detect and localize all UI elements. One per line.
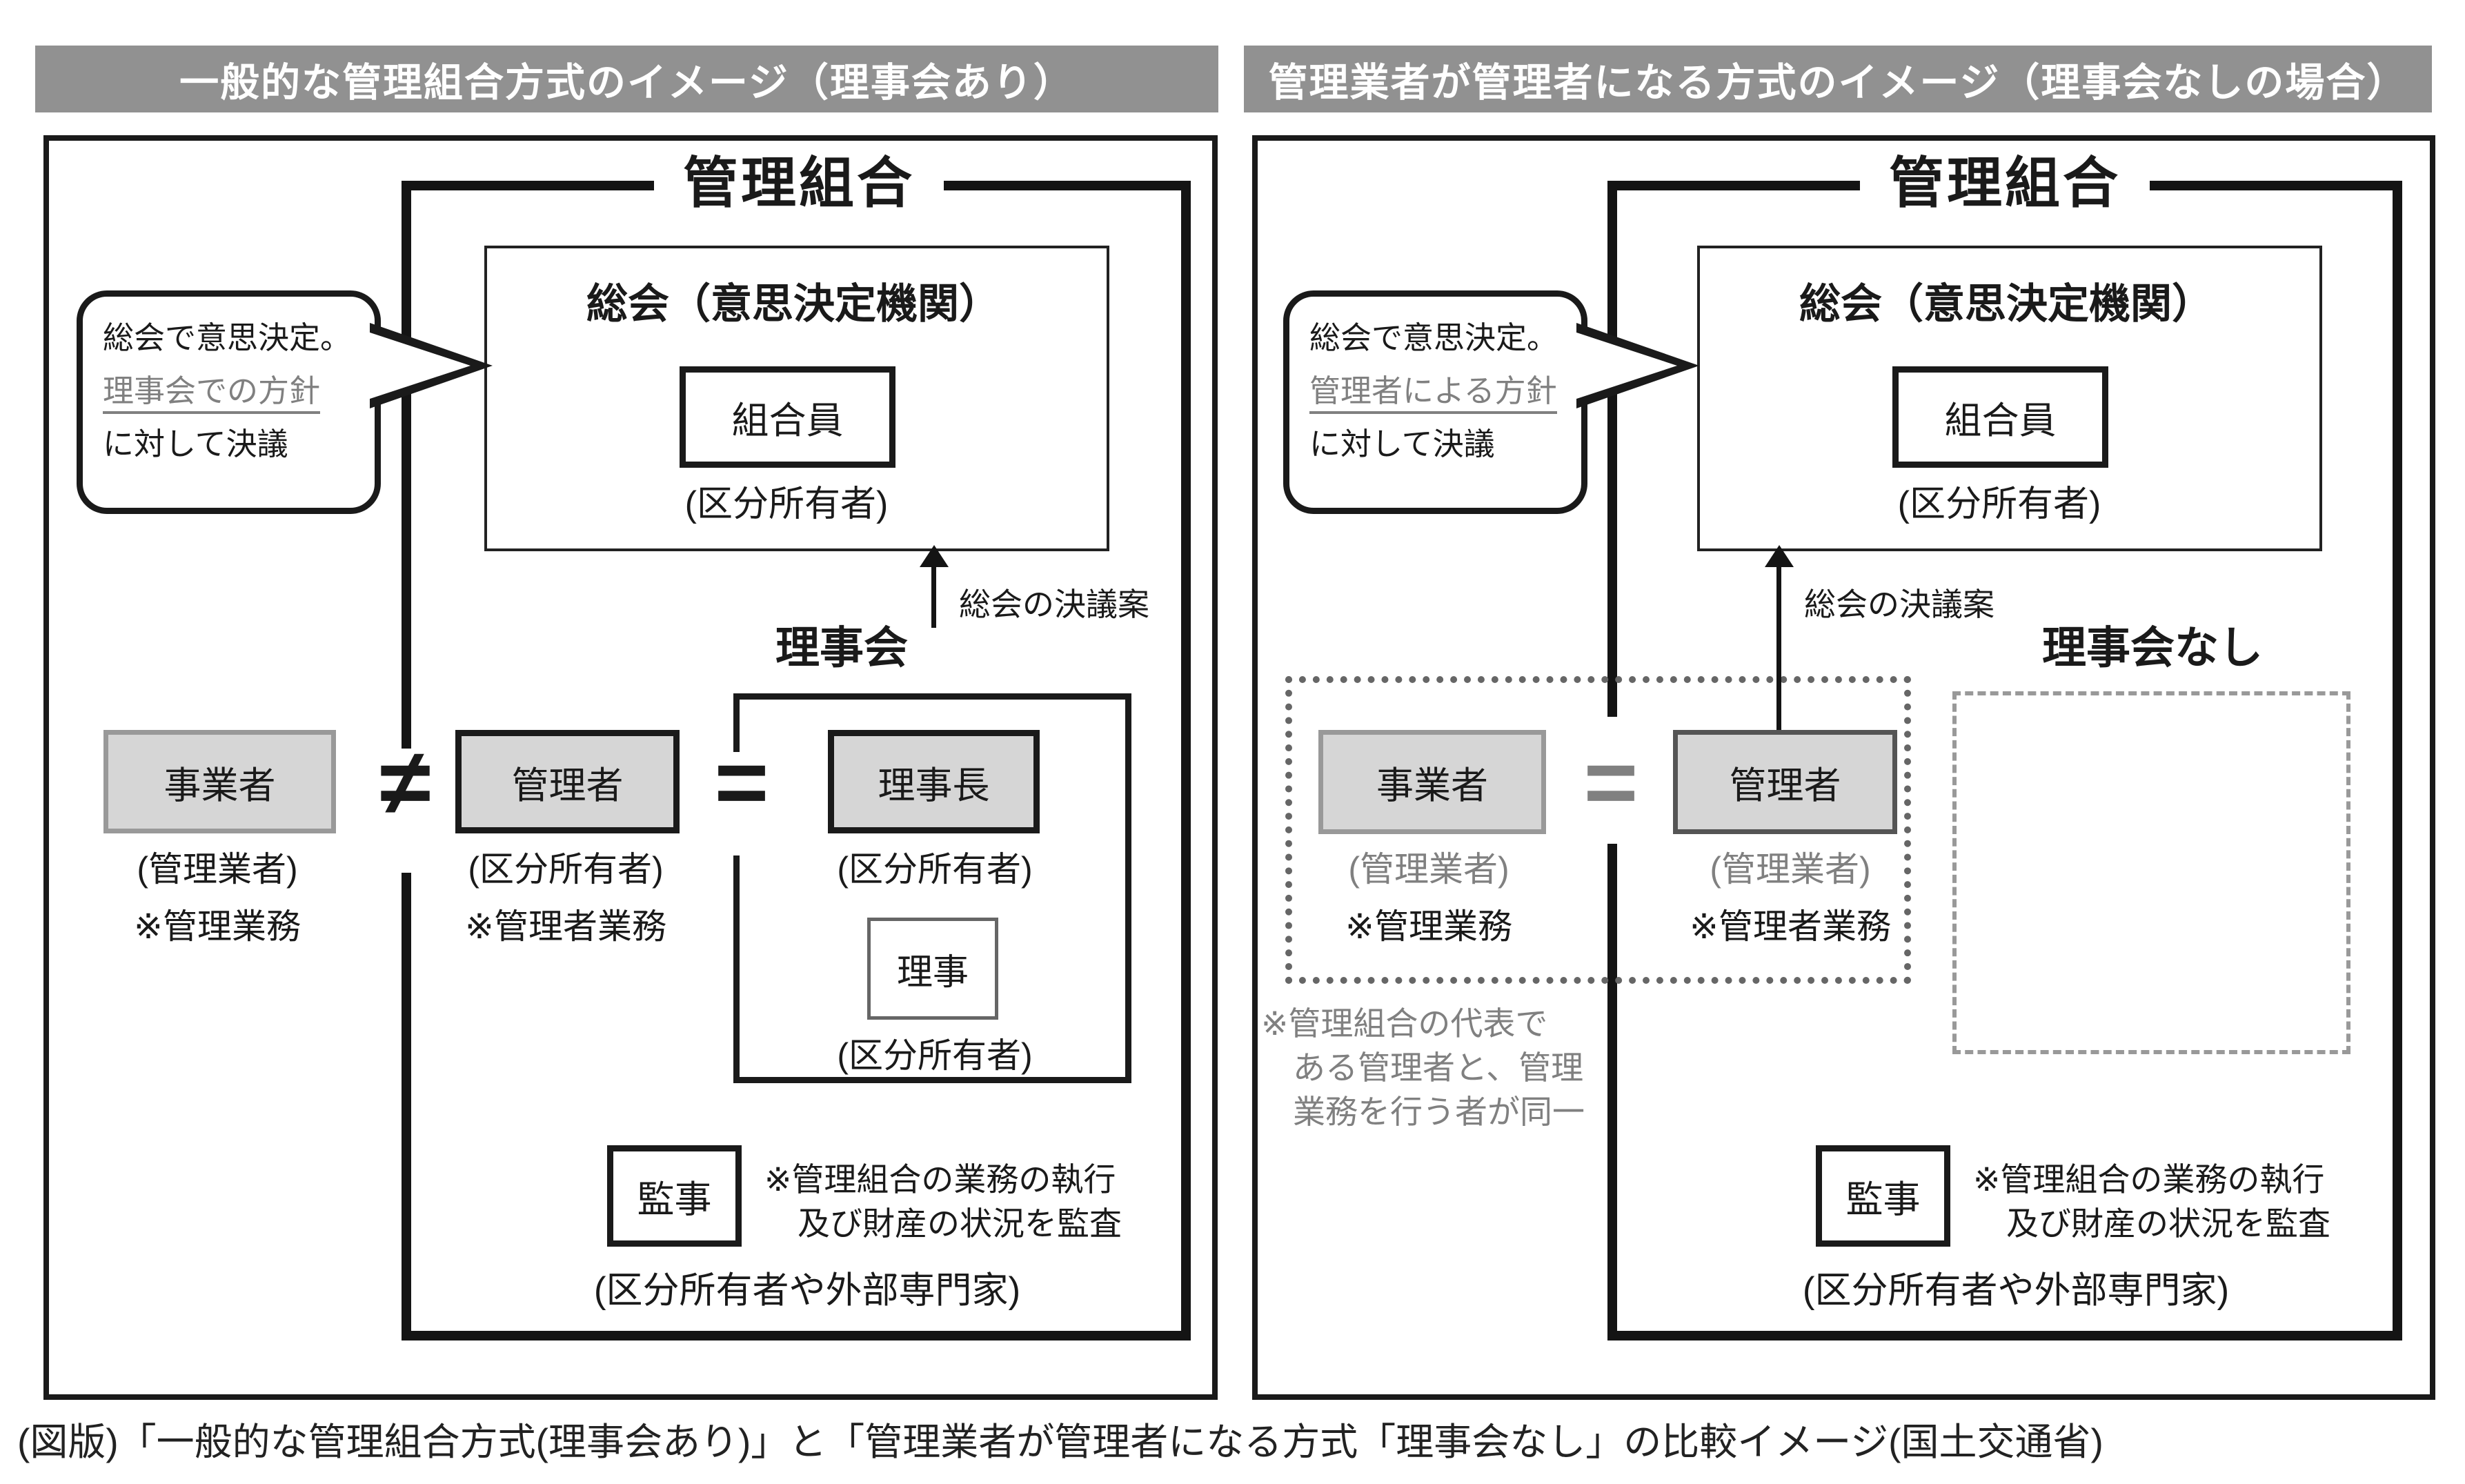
figure-caption: (図版)「一般的な管理組合方式(理事会あり)」と「管理業者が管理者になる方式「理… [17,1421,2103,1463]
left-auditor-note-line1: ※管理組合の業務の執行 [764,1161,1116,1198]
right-auditor-sub: (区分所有者や外部専門家) [1802,1270,2230,1311]
right-bubble-line3: に対して決議 [1309,426,1495,462]
left-operator-sub: (管理業者) [137,850,298,889]
left-board-title: 理事会 [775,623,908,673]
right-auditor-box: 監事 [1816,1145,1950,1247]
left-director-box: 理事 [867,918,998,1020]
right-same-entity-note-line3: 業務を行う者が同一 [1293,1094,1585,1130]
left-proposal-arrow-line [931,564,936,628]
right-proposal-arrow-head [1765,545,1794,567]
left-manager-note: ※管理者業務 [465,907,666,946]
right-manager-note: ※管理者業務 [1690,907,1891,946]
left-chair-sub: (区分所有者) [837,850,1033,889]
left-manager-sub: (区分所有者) [468,850,664,889]
right-manager-box: 管理者 [1673,730,1897,834]
right-same-entity-note: ※管理組合の代表で ある管理者と、管理 業務を行う者が同一 [1261,1002,1620,1134]
left-bubble-line2: 理事会での方針 [103,364,395,417]
left-equal-sign: = [714,729,769,834]
right-bubble-text: 総会で意思決定。 管理者による方針 に対して決議 [1283,290,1601,471]
left-auditor-note: ※管理組合の業務の執行 及び財産の状況を監査 [764,1158,1192,1246]
right-same-entity-dotted-box [1285,676,1911,984]
right-same-entity-note-line1: ※管理組合の代表で [1261,1005,1548,1042]
right-general-meeting-title: 総会（意思決定機関） [1799,281,2213,327]
right-auditor-note-line2: 及び財産の状況を監査 [2006,1205,2330,1242]
right-border-gap [1602,717,1625,844]
left-border-gap [396,749,419,873]
left-manager-box: 管理者 [455,730,680,833]
right-proposal-arrow-label: 総会の決議案 [1804,586,1994,622]
left-bubble-line3: に対して決議 [103,426,288,462]
left-panel-header: 一般的な管理組合方式のイメージ（理事会あり） [35,46,1218,112]
right-member-sub: (区分所有者) [1897,484,2101,524]
right-auditor-note-line1: ※管理組合の業務の執行 [1973,1161,2325,1198]
left-board-border-gap [728,752,746,855]
left-member-sub: (区分所有者) [684,484,889,524]
left-operator-box: 事業者 [103,730,336,833]
left-auditor-sub: (区分所有者や外部専門家) [593,1270,1021,1311]
left-general-meeting-title: 総会（意思決定機関） [586,281,1000,327]
right-bubble-pointer-fill [1568,330,1677,402]
right-operator-box: 事業者 [1318,730,1546,834]
right-equal-sign: = [1583,729,1639,834]
right-auditor-note: ※管理組合の業務の執行 及び財産の状況を監査 [1973,1158,2401,1246]
left-auditor-box: 監事 [607,1145,742,1247]
right-operator-note: ※管理業務 [1345,907,1512,946]
right-member-box: 組合員 [1892,366,2108,468]
right-panel-header: 管理業者が管理者になる方式のイメージ（理事会なしの場合） [1244,46,2432,112]
right-empty-board-dashed-box [1952,691,2350,1054]
right-bubble-line1: 総会で意思決定。 [1309,320,1558,355]
right-same-entity-note-line2: ある管理者と、管理 [1293,1049,1584,1086]
left-member-box: 組合員 [680,366,895,468]
right-bubble-line2: 管理者による方針 [1309,364,1601,417]
left-bubble-line1: 総会で意思決定。 [103,320,352,355]
left-auditor-note-line2: 及び財産の状況を監査 [798,1205,1122,1242]
left-operator-note: ※管理業務 [134,907,301,946]
right-operator-sub: (管理業者) [1348,850,1509,889]
left-bubble-pointer-fill [362,330,471,402]
left-director-sub: (区分所有者) [837,1036,1033,1075]
right-no-board-title: 理事会なし [2042,623,2263,673]
left-proposal-arrow-label: 総会の決議案 [959,586,1149,622]
right-manager-sub: (管理業者) [1710,850,1871,889]
right-association-title: 管理組合 [1860,148,2150,219]
left-proposal-arrow-head [920,545,949,567]
not-equal-sign: ≠ [379,729,431,834]
left-association-title: 管理組合 [654,148,944,219]
left-bubble-text: 総会で意思決定。 理事会での方針 に対して決議 [77,290,395,471]
left-chair-box: 理事長 [828,730,1040,833]
right-proposal-arrow-line [1776,564,1781,731]
